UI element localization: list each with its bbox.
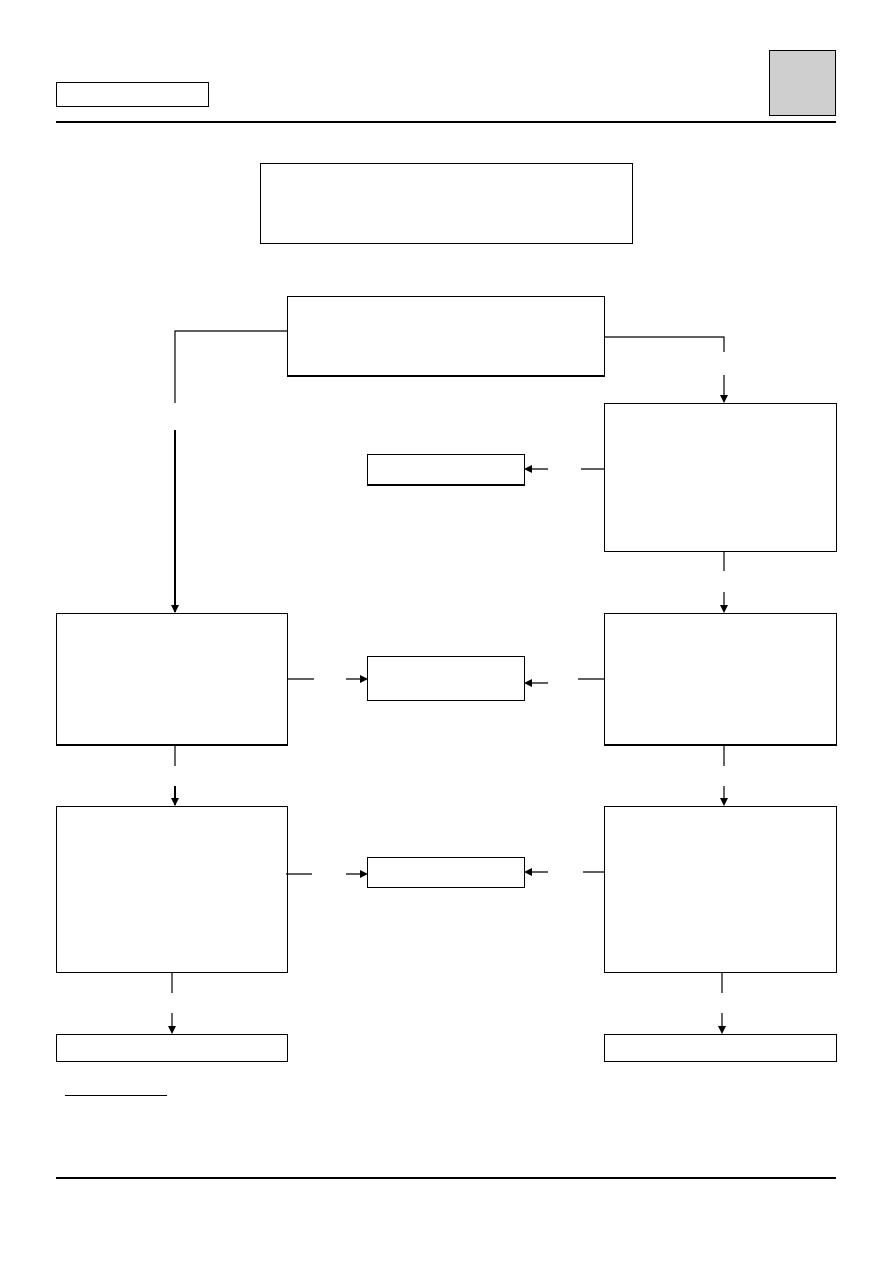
right-step-3-box [604, 806, 837, 973]
center-result-middle-box [367, 656, 525, 701]
connector-start-left-elbow [174, 330, 287, 403]
footer-rule [56, 1177, 836, 1179]
header-rule [56, 121, 836, 123]
doc-label-box [56, 82, 209, 107]
right-step-2-box [604, 613, 837, 746]
right-step-1-box [604, 403, 837, 552]
connector-start-right-elbow [605, 336, 725, 352]
right-end-box [604, 1034, 837, 1062]
note-heading [65, 1080, 167, 1096]
start-box [287, 296, 605, 377]
side-result-top-box [367, 454, 525, 486]
left-step-2-box [56, 806, 288, 973]
section-tab [769, 50, 836, 116]
title-box [260, 163, 633, 244]
left-step-1-box [56, 613, 288, 746]
center-result-bottom-box [367, 857, 525, 888]
left-end-box [56, 1034, 288, 1062]
